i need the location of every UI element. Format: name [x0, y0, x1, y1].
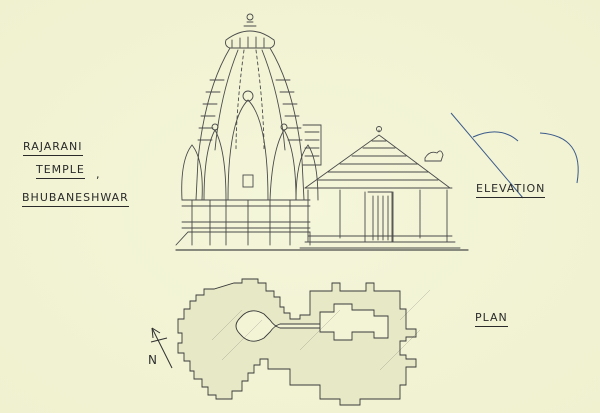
temple-plan [177, 278, 417, 406]
title-line-3: BHUBANESHWAR [22, 192, 129, 207]
title-line-1: RAJARANI [23, 141, 83, 156]
north-arrow-icon [150, 327, 173, 369]
north-label: N [148, 353, 157, 367]
plan-label: PLAN [475, 312, 508, 327]
elevation-label: ELEVATION [476, 183, 546, 198]
title-line-2: TEMPLE [36, 164, 85, 179]
title-comma: , [96, 168, 100, 181]
